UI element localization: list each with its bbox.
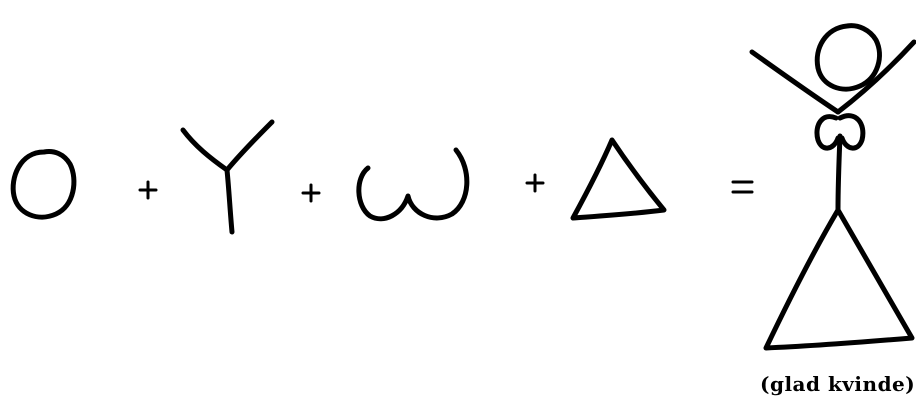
omega-symbol	[359, 150, 467, 219]
figure-head	[817, 26, 879, 89]
caption: (glad kvinde)	[760, 372, 916, 396]
y-symbol	[183, 122, 272, 232]
triangle-symbol	[573, 140, 664, 218]
plus-operator-2	[303, 185, 319, 201]
figure-right-arm	[838, 42, 914, 112]
figure-skirt	[766, 210, 912, 348]
circle-symbol	[13, 152, 74, 218]
equals-operator	[733, 182, 752, 192]
plus-operator-3	[527, 175, 543, 191]
figure-left-breast	[817, 117, 838, 148]
figure-torso	[838, 136, 840, 210]
plus-operator-1	[140, 182, 156, 198]
figure-right-breast	[840, 116, 863, 148]
stick-figure-woman	[752, 26, 914, 348]
